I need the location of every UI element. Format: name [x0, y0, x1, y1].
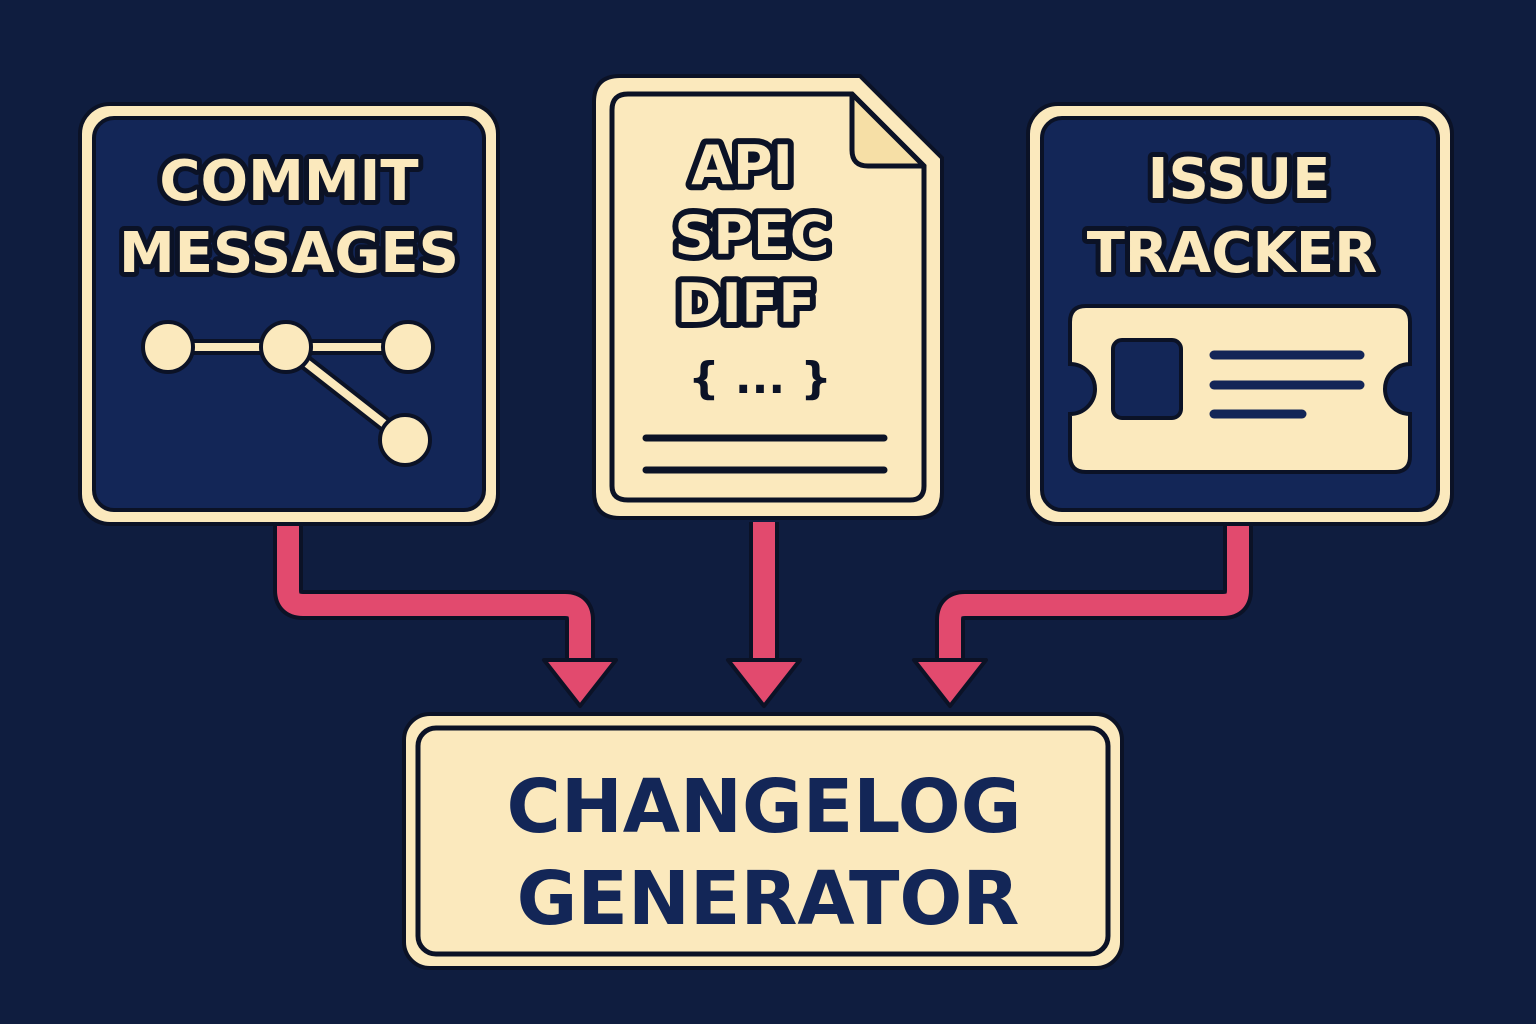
code-braces-glyph: { ... }	[688, 353, 831, 404]
commit-title-line-2: MESSAGES	[119, 221, 459, 286]
ticket-icon	[1068, 304, 1412, 474]
arrowhead-api	[726, 658, 802, 708]
generator-title-line-2: GENERATOR	[517, 856, 1020, 942]
arrow-commit-to-generator	[277, 522, 591, 664]
source-box-api[interactable]: API SPEC DIFF { ... }	[592, 74, 944, 520]
api-title-line-2: SPEC	[675, 204, 830, 267]
generator-box[interactable]: CHANGELOG GENERATOR	[402, 712, 1124, 970]
source-box-issue[interactable]: ISSUE TRACKER	[1026, 102, 1454, 526]
api-title-line-3: DIFF	[677, 272, 816, 335]
source-box-commit[interactable]: COMMIT MESSAGES	[78, 102, 500, 526]
commit-title-line-1: COMMIT	[159, 149, 418, 214]
api-title-line-1: API	[691, 134, 792, 197]
issue-title-line-1: ISSUE	[1148, 147, 1331, 212]
git-graph-icon	[141, 320, 435, 467]
issue-title-line-2: TRACKER	[1087, 221, 1378, 286]
arrow-issue-to-generator	[939, 522, 1249, 664]
arrowheads	[542, 658, 988, 708]
arrowhead-commit	[542, 658, 618, 708]
arrowhead-issue	[912, 658, 988, 708]
document-icon	[592, 74, 944, 520]
arrow-issue-outline	[935, 522, 1253, 662]
connectors	[273, 522, 1253, 664]
generator-title-line-1: CHANGELOG	[507, 764, 1022, 850]
document-text-lines	[642, 434, 888, 474]
arrow-commit-outline	[273, 522, 595, 662]
